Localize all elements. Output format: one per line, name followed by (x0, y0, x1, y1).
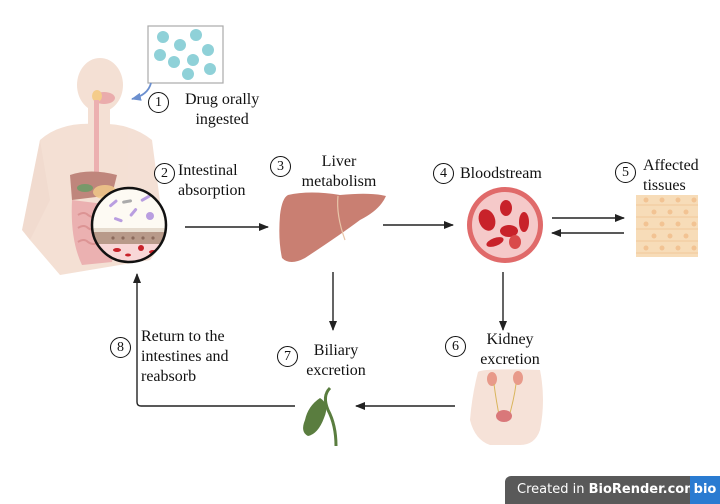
step-number-1: 1 (148, 92, 169, 113)
step-label-return-to-intestines: Return to the intestines and reabsorb (141, 327, 229, 387)
human-digestive-system-icon (22, 58, 165, 275)
step-label-biliary-excretion: Biliary excretion (301, 341, 371, 381)
step-label-liver-metabolism: Liver metabolism (296, 152, 382, 192)
step-label-intestinal-absorption: Intestinal absorption (178, 161, 246, 201)
step-label-line: excretion (480, 351, 540, 368)
step-number-6: 6 (445, 336, 466, 357)
step-label-line: Liver (321, 153, 357, 170)
step-label-line: reabsorb (141, 368, 197, 385)
biorender-watermark[interactable]: Created in BioRender.com bio (505, 476, 720, 504)
step-label-line: Kidney (486, 331, 534, 348)
step-label-line: excretion (306, 362, 366, 379)
watermark-text: Created in BioRender.com (517, 482, 698, 497)
drug-pills-icon (147, 25, 224, 84)
watermark-brand: BioRender.com (588, 482, 698, 497)
step-label-affected-tissues: Affected tissues (643, 156, 699, 196)
step-label-line: Intestinal (178, 162, 238, 179)
tissue-cells-icon (636, 195, 698, 257)
ingest-arrow (131, 82, 152, 101)
step-number-4: 4 (433, 163, 454, 184)
blood-vessel-icon (467, 187, 543, 263)
intestinal-lining-icon (90, 186, 168, 264)
step-label-drug-orally-ingested: Drug orally ingested (185, 90, 259, 130)
step-label-line: Drug orally (185, 91, 260, 108)
step-number-2: 2 (154, 163, 175, 184)
step-number-8: 8 (110, 337, 131, 358)
step-label-line: ingested (195, 111, 249, 128)
step-number-7: 7 (277, 346, 298, 367)
step-label-line: tissues (643, 177, 686, 194)
gallbladder-icon (303, 386, 338, 447)
step-number-5: 5 (615, 162, 636, 183)
urinary-system-icon (470, 369, 543, 445)
arrow-return-to-intestine (133, 273, 295, 407)
step-label-kidney-excretion: Kidney excretion (472, 330, 548, 370)
step-label-line: Bloodstream (460, 165, 542, 182)
step-label-line: intestines and (141, 348, 229, 365)
step-label-line: Biliary (313, 342, 359, 359)
step-label-line: Affected (643, 157, 699, 174)
liver-icon (279, 192, 386, 262)
biorender-logo-icon: bio (690, 476, 720, 504)
step-label-line: absorption (178, 182, 246, 199)
step-label-bloodstream: Bloodstream (460, 164, 542, 184)
step-number-3: 3 (270, 156, 291, 177)
watermark-prefix: Created in (517, 482, 589, 497)
step-label-line: Return to the (141, 328, 225, 345)
step-label-line: metabolism (301, 173, 377, 190)
